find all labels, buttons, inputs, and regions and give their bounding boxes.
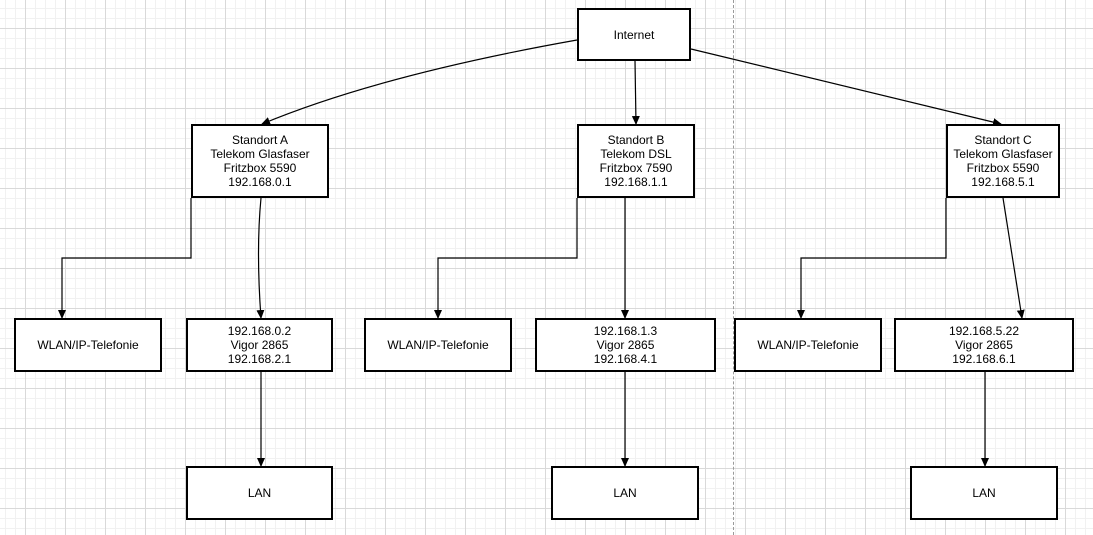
edge-site-b-wlan-b[interactable]	[434, 198, 578, 319]
node-label: Internet	[613, 27, 655, 42]
wan-ip: 192.168.5.22	[948, 324, 1020, 338]
edge-internet-site-b[interactable]	[631, 60, 640, 125]
router-model: Vigor 2865	[230, 338, 289, 352]
node-lan-a[interactable]: LAN	[186, 466, 333, 520]
lan-ip: 192.168.4.1	[593, 352, 658, 366]
node-label: WLAN/IP-Telefonie	[387, 338, 489, 352]
page-break-line	[733, 0, 734, 535]
node-site-b[interactable]: Standort B Telekom DSL Fritzbox 7590 192…	[577, 124, 695, 198]
node-label: WLAN/IP-Telefonie	[757, 338, 859, 352]
provider: Telekom Glasfaser	[953, 147, 1053, 161]
node-site-a[interactable]: Standort A Telekom Glasfaser Fritzbox 55…	[191, 124, 329, 198]
node-wlan-c[interactable]: WLAN/IP-Telefonie	[734, 318, 882, 372]
lan-ip: 192.168.6.1	[952, 352, 1016, 366]
edge-internet-site-a[interactable]	[261, 39, 578, 125]
router-model: Fritzbox 5590	[966, 161, 1040, 175]
node-site-c[interactable]: Standort C Telekom Glasfaser Fritzbox 55…	[946, 124, 1060, 198]
edge-site-c-wlan-c[interactable]	[797, 198, 947, 319]
site-name: Standort B	[607, 133, 665, 147]
provider: Telekom DSL	[600, 147, 672, 161]
site-name: Standort C	[974, 133, 1032, 147]
node-lan-c[interactable]: LAN	[910, 466, 1058, 520]
edge-site-a-vigor-a[interactable]	[256, 197, 265, 319]
ip-address: 192.168.1.1	[604, 175, 668, 189]
wan-ip: 192.168.1.3	[593, 324, 658, 338]
node-label: LAN	[613, 486, 637, 500]
edge-site-a-wlan-a[interactable]	[58, 198, 192, 319]
wan-ip: 192.168.0.2	[227, 324, 292, 338]
edge-internet-site-c[interactable]	[690, 48, 1002, 127]
node-label: LAN	[247, 486, 272, 500]
node-label: LAN	[972, 486, 996, 500]
lan-ip: 192.168.2.1	[227, 352, 292, 366]
node-vigor-a[interactable]: 192.168.0.2 Vigor 2865 192.168.2.1	[186, 318, 333, 372]
provider: Telekom Glasfaser	[210, 147, 310, 161]
node-vigor-c[interactable]: 192.168.5.22 Vigor 2865 192.168.6.1	[894, 318, 1074, 372]
node-wlan-b[interactable]: WLAN/IP-Telefonie	[364, 318, 512, 372]
edge-site-c-vigor-c[interactable]	[1002, 197, 1025, 319]
node-internet[interactable]: Internet	[577, 8, 691, 61]
node-lan-b[interactable]: LAN	[551, 466, 699, 520]
node-label: WLAN/IP-Telefonie	[37, 338, 139, 352]
router-model: Fritzbox 7590	[599, 161, 673, 175]
ip-address: 192.168.5.1	[971, 175, 1035, 189]
node-vigor-b[interactable]: 192.168.1.3 Vigor 2865 192.168.4.1	[535, 318, 716, 372]
ip-address: 192.168.0.1	[228, 175, 292, 189]
router-model: Vigor 2865	[955, 338, 1013, 352]
router-model: Vigor 2865	[596, 338, 655, 352]
node-wlan-a[interactable]: WLAN/IP-Telefonie	[14, 318, 162, 372]
site-name: Standort A	[231, 133, 289, 147]
router-model: Fritzbox 5590	[223, 161, 297, 175]
